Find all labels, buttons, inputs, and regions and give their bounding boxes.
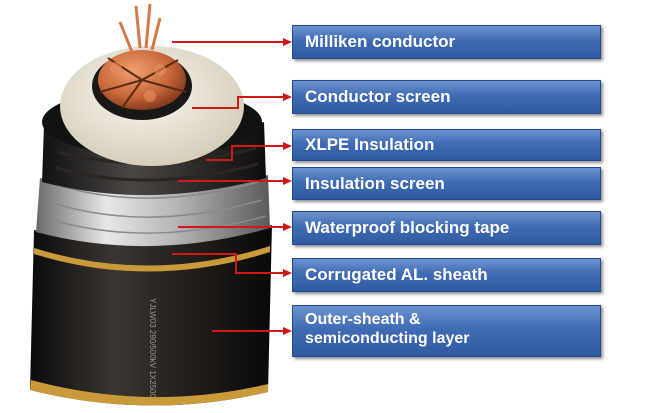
label-conductor-screen: Conductor screen bbox=[292, 80, 601, 114]
label-corrugated-al-sheath: Corrugated AL. sheath bbox=[292, 258, 601, 292]
arrow-corrugated-al-sheath bbox=[172, 253, 292, 277]
label-text: Milliken conductor bbox=[305, 32, 456, 51]
label-outer-sheath: Outer-sheath & semiconducting layer bbox=[292, 305, 601, 357]
label-text: Corrugated AL. sheath bbox=[305, 265, 488, 284]
label-milliken-conductor: Milliken conductor bbox=[292, 25, 601, 59]
arrow-insulation-screen bbox=[178, 177, 292, 185]
cable-print-text: YJLW03 290/500kV 1X2500 bbox=[148, 298, 157, 398]
outer-sheath: YJLW03 290/500kV 1X2500 bbox=[30, 225, 272, 406]
label-text: Outer-sheath & semiconducting layer bbox=[305, 311, 470, 347]
label-text: XLPE Insulation bbox=[305, 135, 435, 154]
label-text: Waterproof blocking tape bbox=[305, 218, 510, 237]
label-xlpe-insulation: XLPE Insulation bbox=[292, 129, 601, 161]
milliken-conductor bbox=[98, 3, 187, 110]
corrugated-al-sheath bbox=[36, 175, 270, 247]
label-text: Conductor screen bbox=[305, 87, 451, 106]
arrow-conductor-screen bbox=[192, 93, 292, 109]
label-text: Insulation screen bbox=[305, 173, 445, 193]
arrow-milliken-conductor bbox=[172, 38, 292, 46]
arrow-xlpe-insulation bbox=[206, 142, 292, 161]
label-insulation-screen: Insulation screen bbox=[292, 167, 601, 200]
leader-arrows bbox=[172, 38, 292, 335]
label-waterproof-blocking-tape: Waterproof blocking tape bbox=[292, 211, 601, 245]
arrow-outer-sheath bbox=[212, 327, 292, 335]
arrow-waterproof-blocking-tape bbox=[178, 223, 292, 231]
